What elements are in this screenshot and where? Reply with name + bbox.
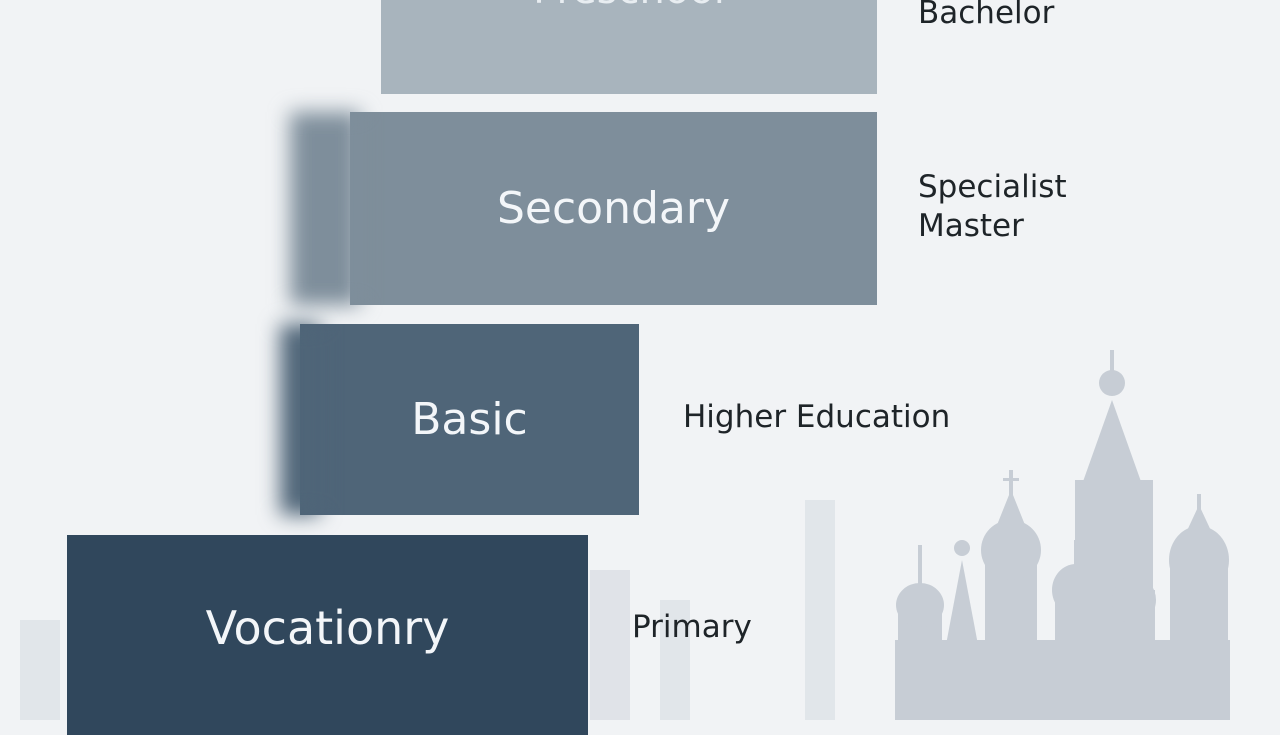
level-block-basic: Basic (280, 324, 639, 515)
side-label-primary: Primary (632, 609, 752, 645)
level-label-vocational: Vocationry (205, 601, 450, 655)
side-label-specialist: Specialist (918, 169, 1067, 205)
block-shadow (280, 324, 320, 515)
cathedral-silhouette-icon (20, 350, 1230, 720)
side-label-bachelor: Bachelor (918, 0, 1055, 31)
side-label-higher-education: Higher Education (683, 399, 951, 435)
level-block-secondary: Secondary (290, 112, 877, 305)
level-block-preschool: Preschool (381, 0, 877, 94)
block-shadow (290, 112, 360, 305)
level-label-preschool: Preschool (533, 0, 725, 13)
level-block-vocational: Vocationry (67, 535, 588, 735)
level-label-secondary: Secondary (496, 183, 731, 234)
side-label-master: Master (918, 208, 1024, 244)
level-label-basic: Basic (411, 394, 528, 445)
